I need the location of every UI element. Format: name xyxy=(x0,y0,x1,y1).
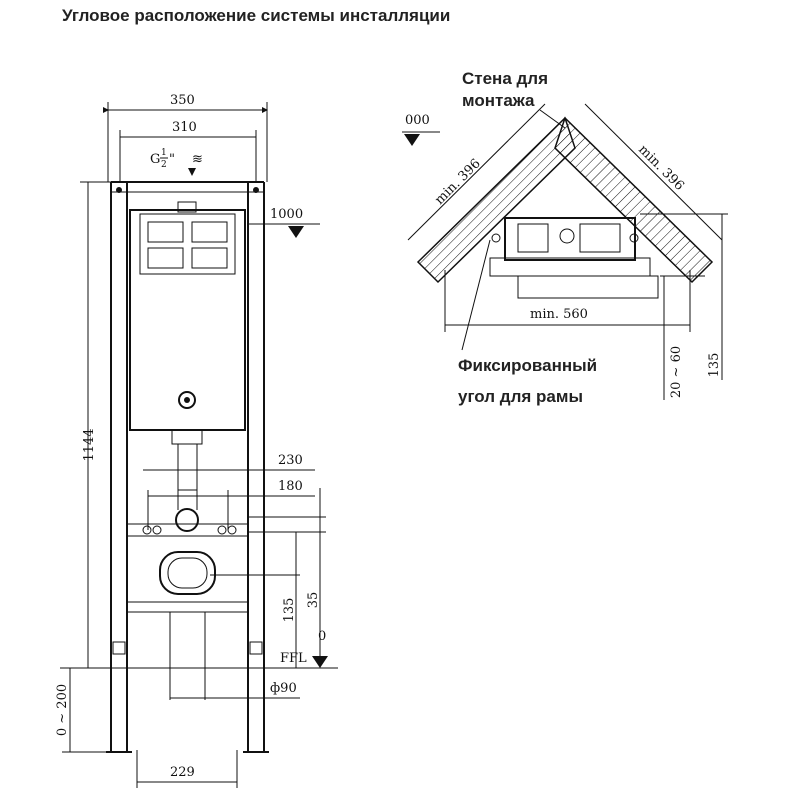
corner-frame xyxy=(489,217,659,299)
svg-text:180: 180 xyxy=(278,479,303,494)
ffl-triangle-icon xyxy=(312,656,328,668)
svg-text:229: 229 xyxy=(170,765,195,780)
level-1000-marker: 1000 xyxy=(248,207,320,238)
svg-text:": " xyxy=(169,152,175,167)
svg-text:2: 2 xyxy=(161,160,167,170)
svg-text:1000: 1000 xyxy=(270,207,303,222)
outlet-pipe xyxy=(126,551,249,700)
dimension-310: 310 xyxy=(119,120,257,182)
page-title: Угловое расположение системы инсталляции xyxy=(62,6,451,25)
dimension-180: 180 xyxy=(147,479,315,530)
svg-text:000: 000 xyxy=(405,113,430,128)
fixed-angle-label-line1: Фиксированный xyxy=(458,356,597,375)
drain-pipe xyxy=(175,444,199,532)
dimension-1144: 1144 xyxy=(80,181,111,668)
dimension-229: 229 xyxy=(136,750,238,788)
frame-posts xyxy=(106,181,269,753)
dimension-230: 230 xyxy=(143,453,315,471)
svg-text:0 ~ 200: 0 ~ 200 xyxy=(55,684,70,736)
fixed-angle-label-line2: угол для рамы xyxy=(458,387,583,406)
svg-text:230: 230 xyxy=(278,453,303,468)
dimension-d90: ф90 xyxy=(170,681,300,699)
dim-1144-label: 1144 xyxy=(82,428,97,461)
ffl-marker: 0 FFL xyxy=(60,629,338,669)
min-396-right-label: min. 396 xyxy=(635,142,687,194)
dimension-0-200: 0 ~ 200 xyxy=(55,668,111,753)
level-000-triangle-icon xyxy=(404,134,420,146)
inlet-arrow-icon xyxy=(188,168,196,176)
water-symbol-icon: ≋ xyxy=(192,152,203,167)
svg-text:FFL: FFL xyxy=(280,651,307,666)
front-view: 350 310 G 1 2 " ≋ 1000 1144 xyxy=(55,93,338,788)
dimension-350: 350 xyxy=(103,93,268,182)
svg-text:20 ~ 60: 20 ~ 60 xyxy=(669,346,684,398)
wall-label-line1: Стена для xyxy=(462,69,548,88)
svg-text:0: 0 xyxy=(318,629,326,644)
level-triangle-icon xyxy=(288,226,304,238)
level-000-marker: 000 xyxy=(402,113,440,146)
dim-310-label: 310 xyxy=(172,120,197,135)
water-inlet-label: G 1 2 " ≋ xyxy=(150,148,203,176)
min-396-left-label: min. 396 xyxy=(432,156,484,208)
svg-text:135: 135 xyxy=(282,598,297,623)
svg-text:G: G xyxy=(150,152,160,167)
corner-view: min. 396 min. 396 min. 560 20 ~ 60 135 0… xyxy=(402,69,728,406)
svg-text:35: 35 xyxy=(306,592,321,609)
svg-text:1: 1 xyxy=(161,148,167,158)
cistern xyxy=(129,201,246,445)
dim-350-label: 350 xyxy=(170,93,195,108)
wall-right xyxy=(554,116,714,284)
min-560-label: min. 560 xyxy=(530,307,588,322)
svg-text:135: 135 xyxy=(707,353,722,378)
dimension-135-35: 135 35 xyxy=(210,488,326,668)
wall-label-line2: монтажа xyxy=(462,91,535,110)
svg-text:ф90: ф90 xyxy=(270,681,297,696)
